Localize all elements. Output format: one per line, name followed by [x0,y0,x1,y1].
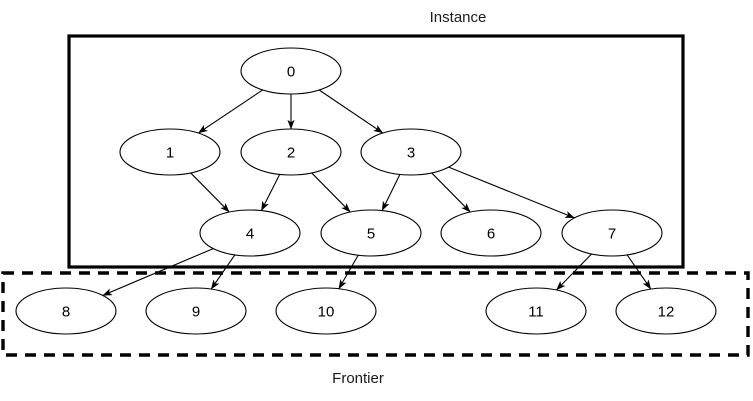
edge-5-to-10 [338,254,359,290]
node-0[interactable]: 0 [240,47,342,95]
node-7[interactable]: 7 [561,209,663,257]
container-boxes [1,34,750,357]
node-4[interactable]: 4 [199,209,301,257]
node-12[interactable]: 12 [615,287,717,335]
node-shape-2[interactable] [240,128,342,176]
node-5[interactable]: 5 [320,209,422,257]
node-shape-5[interactable] [320,209,422,257]
node-shape-3[interactable] [360,128,462,176]
edge-2-to-4 [260,174,281,211]
node-label-10: 10 [318,304,335,321]
node-label-12: 12 [658,304,675,321]
node-label-4: 4 [246,226,254,243]
edge-3-to-5 [381,174,401,211]
node-label-1: 1 [166,145,174,162]
edge-0-to-3 [318,89,384,134]
node-6[interactable]: 6 [440,209,542,257]
edge-7-to-11 [556,253,592,291]
label-instance-box: Instance [430,9,487,26]
node-shape-8[interactable] [15,287,117,335]
container-frontier-box [1,271,750,357]
node-shape-10[interactable] [275,287,377,335]
node-label-6: 6 [487,226,495,243]
edge-1-to-4 [190,172,230,213]
node-2[interactable]: 2 [240,128,342,176]
node-label-9: 9 [192,304,200,321]
node-label-7: 7 [608,226,616,243]
container-instance-box [67,34,685,269]
node-shape-12[interactable] [615,287,717,335]
node-label-0: 0 [287,64,295,81]
node-shape-6[interactable] [440,209,542,257]
node-shape-7[interactable] [561,209,663,257]
graph-edges [102,89,652,296]
node-shape-9[interactable] [145,287,247,335]
node-label-8: 8 [62,304,70,321]
edge-3-to-6 [431,172,471,213]
node-9[interactable]: 9 [145,287,247,335]
edge-7-to-12 [626,254,652,290]
edge-0-to-1 [197,89,263,134]
node-11[interactable]: 11 [485,287,587,335]
edge-4-to-8 [102,248,214,296]
node-label-2: 2 [287,145,295,162]
node-label-11: 11 [528,304,544,321]
node-shape-11[interactable] [485,287,587,335]
node-8[interactable]: 8 [15,287,117,335]
node-label-5: 5 [367,226,375,243]
node-1[interactable]: 1 [119,128,221,176]
node-shape-0[interactable] [240,47,342,95]
node-shape-4[interactable] [199,209,301,257]
edge-2-to-5 [311,172,351,213]
node-shape-1[interactable] [119,128,221,176]
edge-4-to-9 [210,254,236,290]
node-10[interactable]: 10 [275,287,377,335]
node-3[interactable]: 3 [360,128,462,176]
edge-3-to-7 [448,166,575,219]
node-label-3: 3 [407,145,415,162]
label-frontier-box: Frontier [332,370,384,387]
